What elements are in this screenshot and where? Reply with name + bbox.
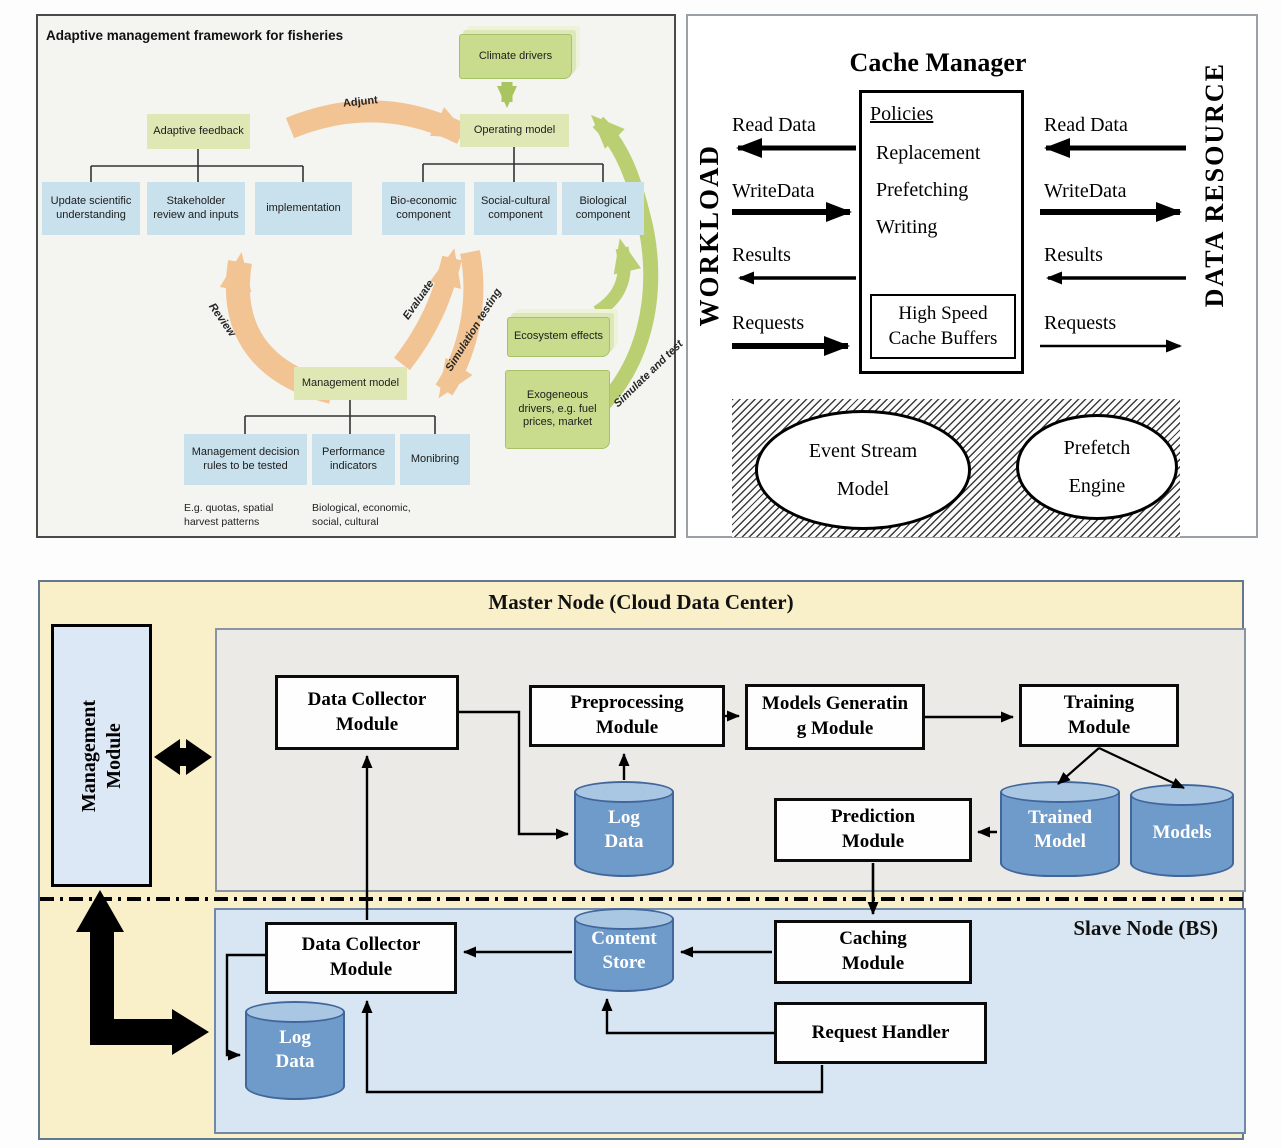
node-bio-economic: Bio-economic component [382, 182, 465, 235]
cache-manager-diagram: Cache Manager WORKLOAD DATA RESOURCE Pol… [686, 14, 1258, 538]
left-write-data-label: WriteData [732, 180, 815, 202]
prefetch-engine-ellipse: Prefetch Engine [1016, 414, 1178, 520]
slave-log-data-label: Log Data [275, 1027, 315, 1072]
node-update-scientific: Update scientific understanding [42, 182, 140, 235]
node-social-cultural: Social-cultural component [474, 182, 557, 235]
policy-replacement: Replacement [876, 142, 981, 164]
cloud-caching-architecture-diagram: Master Node (Cloud Data Center) Slave No… [38, 580, 1246, 1140]
master-log-data-cylinder: Log Data [574, 781, 674, 877]
slave-log-data-cylinder: Log Data [245, 1001, 345, 1100]
node-operating-model: Operating model [460, 114, 569, 147]
left-results-label: Results [732, 244, 791, 266]
content-store-cylinder: Content Store [574, 908, 674, 992]
models-cylinder: Models [1130, 784, 1234, 877]
right-write-data-label: WriteData [1044, 180, 1127, 202]
architecture-connectors [40, 710, 1246, 1094]
event-stream-model-label: Event Stream Model [808, 440, 918, 500]
trained-model-label: Trained Model [1027, 807, 1093, 852]
high-speed-cache-buffers-box: High Speed Cache Buffers [870, 293, 1016, 359]
node-performance: Performance indicators [312, 434, 395, 485]
node-management-model: Management model [294, 367, 407, 400]
left-requests-label: Requests [732, 312, 805, 334]
management-slave-link-arrow [76, 890, 209, 1055]
right-read-data-label: Read Data [1044, 114, 1128, 136]
node-decision-rules: Management decision rules to be tested [184, 434, 307, 485]
fisheries-framework-diagram: Adaptive management framework for fisher… [36, 14, 685, 538]
node-climate-drivers: Climate drivers [459, 34, 572, 79]
fisheries-title: Adaptive management framework for fisher… [46, 28, 344, 43]
master-data-collector-module: Data Collector Module [275, 675, 459, 750]
left-read-data-label: Read Data [732, 114, 816, 136]
preprocessing-module: Preprocessing Module [529, 685, 725, 747]
request-handler-box: Request Handler [774, 1002, 987, 1064]
prediction-module: Prediction Module [774, 798, 972, 862]
note-quotas: E.g. quotas, spatial harvest patterns [184, 502, 274, 528]
models-generating-module: Models Generatin g Module [745, 684, 925, 750]
node-monitoring: Monibring [400, 434, 470, 485]
right-requests-label: Requests [1044, 312, 1117, 334]
policies-heading: Policies [870, 103, 934, 125]
master-node-title: Master Node (Cloud Data Center) [488, 590, 794, 614]
master-log-data-label: Log Data [604, 807, 644, 852]
caching-module: Caching Module [774, 920, 972, 984]
content-store-label: Content Store [591, 928, 657, 973]
node-stakeholder: Stakeholder review and inputs [147, 182, 245, 235]
prefetch-engine-label: Prefetch Engine [1063, 437, 1131, 497]
event-stream-model-ellipse: Event Stream Model [755, 410, 971, 530]
policy-prefetching: Prefetching [876, 179, 969, 201]
slave-node-title: Slave Node (BS) [1073, 916, 1218, 940]
management-module-box: Management Module [51, 624, 152, 887]
node-implementation: implementation [255, 182, 352, 235]
node-ecosystem-effects: Ecosystem effects [507, 317, 610, 357]
management-master-link-arrow [154, 739, 212, 775]
models-label: Models [1152, 822, 1212, 843]
policy-writing: Writing [876, 216, 938, 238]
cache-manager-box: Policies Replacement Prefetching Writing… [859, 90, 1024, 374]
cache-manager-title: Cache Manager [849, 48, 1027, 77]
node-exogenous-drivers: Exogeneous drivers, e.g. fuel prices, ma… [505, 370, 610, 449]
slave-data-collector-module: Data Collector Module [265, 922, 457, 994]
node-biological: Biological component [562, 182, 644, 235]
trained-model-cylinder: Trained Model [1000, 781, 1120, 877]
cache-arrows [732, 138, 1186, 356]
right-results-label: Results [1044, 244, 1103, 266]
node-adaptive-feedback: Adaptive feedback [147, 114, 250, 149]
training-module: Training Module [1019, 684, 1179, 747]
note-indicators: Biological, economic, social, cultural [312, 502, 411, 528]
